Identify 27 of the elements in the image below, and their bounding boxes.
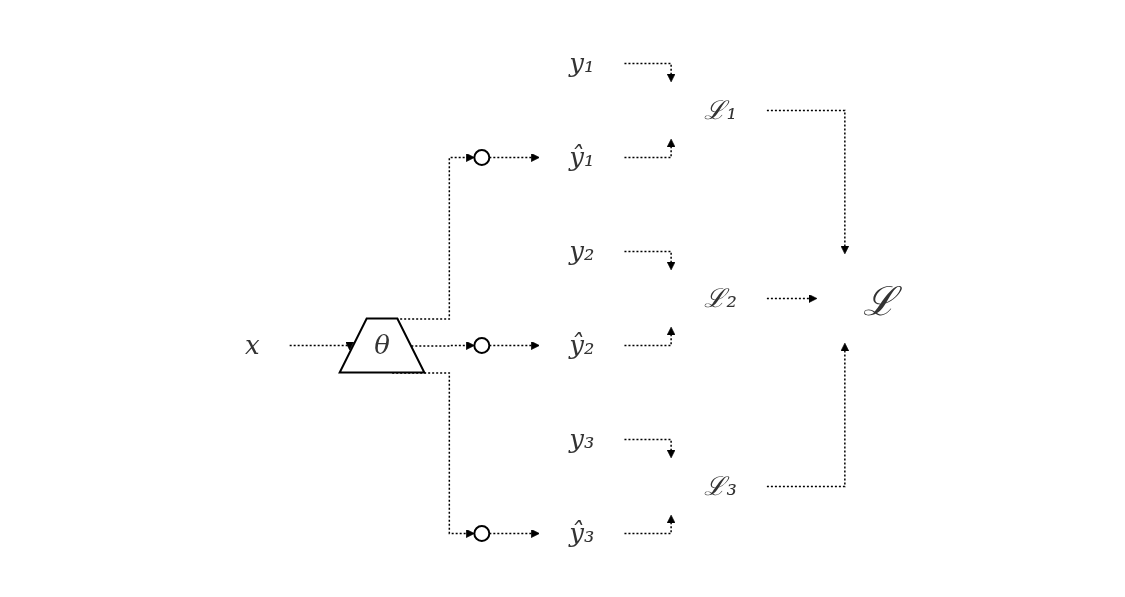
- arrow: [623, 250, 676, 271]
- arrow: [623, 438, 676, 459]
- node-text: y₂: [569, 236, 595, 266]
- node-text: y₁: [569, 48, 595, 78]
- node-text: ℒ₂: [704, 283, 737, 313]
- node-text: y₃: [569, 424, 595, 454]
- arrow: [766, 342, 850, 488]
- arrow: [488, 341, 540, 350]
- arrow: [766, 294, 818, 303]
- node-circle: [473, 149, 491, 166]
- node-circle: [473, 337, 491, 354]
- arrow: [623, 138, 676, 159]
- node-text: ŷ₂: [569, 330, 595, 360]
- node-text: ŷ₁: [569, 142, 595, 172]
- node-text: ℒ₁: [704, 95, 737, 125]
- arrow: [623, 326, 676, 347]
- node-text: ŷ₃: [569, 518, 595, 548]
- arrow: [623, 62, 676, 83]
- node-circle: [473, 525, 491, 542]
- arrow: [288, 341, 355, 351]
- node-text: ℒ₃: [704, 471, 737, 501]
- arrow: [766, 109, 850, 255]
- arrow: [623, 514, 676, 535]
- arrow: [488, 529, 540, 538]
- arrow: [488, 153, 540, 162]
- arrow: [410, 341, 475, 350]
- node-text: x: [245, 330, 260, 360]
